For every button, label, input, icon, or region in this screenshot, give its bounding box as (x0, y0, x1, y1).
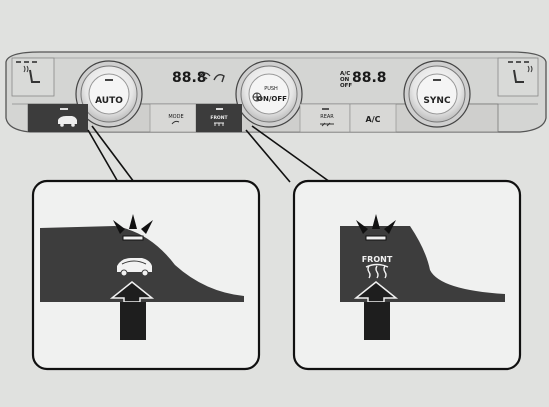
recirculation-car-icon (117, 258, 152, 277)
recirculation-car-icon (58, 116, 77, 127)
right-seat-heater-indicators (508, 61, 529, 63)
fan-power-knob[interactable]: PUSH ON/OFF (235, 60, 303, 128)
auto-button-label: AUTO (95, 96, 123, 106)
defrost-icon (365, 263, 389, 279)
left-seat-heater-indicators (16, 61, 37, 63)
mode-airflow-icon (171, 120, 180, 125)
front-button-label: FRONT (210, 115, 228, 121)
indicator-light-icon (113, 214, 153, 241)
left-display: 88.8 (172, 70, 225, 86)
right-temperature-display: 88.8 (352, 70, 387, 86)
rear-defrost-button[interactable]: REAR (299, 103, 351, 133)
indicator-light-icon (356, 214, 396, 241)
sync-indicator-light (433, 79, 441, 81)
climate-control-panel: AUTO PUSH ON/OFF SYNC 88.8 (5, 51, 547, 133)
front-defrost-callout: FRONT (292, 179, 522, 371)
recirculation-indicator-light (60, 108, 68, 110)
left-seat-heater-button[interactable] (11, 57, 55, 97)
callout-leaders (87, 125, 331, 183)
airflow-icon (199, 72, 211, 80)
mode-vent-icon (213, 73, 225, 83)
rear-button-label: REAR (320, 114, 334, 120)
front-defrost-indicator-light (216, 108, 223, 110)
fan-icon (252, 92, 262, 102)
mode-button[interactable]: MODE (149, 103, 197, 133)
mode-button-label: MODE (168, 114, 183, 120)
defrost-icon (214, 122, 224, 126)
front-defrost-button[interactable]: FRONT (196, 104, 242, 132)
rear-defrost-indicator-light (322, 108, 329, 110)
seat-heater-icon (23, 65, 40, 83)
auto-indicator-light (105, 79, 113, 81)
front-callout-label: FRONT (362, 255, 393, 264)
ac-off-status-label: OFF (340, 83, 352, 89)
auto-temperature-knob[interactable]: AUTO (75, 60, 143, 128)
press-arrow-icon (109, 281, 155, 340)
push-label: PUSH (264, 86, 278, 92)
rear-defrost-icon (320, 122, 334, 127)
press-arrow-icon (353, 281, 399, 340)
seat-heater-icon (513, 65, 533, 83)
recirculation-button[interactable] (28, 104, 88, 132)
ac-on-status-label: ON (340, 77, 350, 83)
sync-button-label: SYNC (423, 96, 451, 106)
right-seat-heater-button[interactable] (497, 57, 539, 97)
ac-status-label: A/C (340, 71, 350, 77)
right-display: A/C ON OFF 88.8 (340, 70, 387, 89)
ac-button[interactable]: A/C (349, 103, 397, 133)
on-off-label: ON/OFF (257, 95, 287, 103)
left-temperature-display: 88.8 (172, 70, 207, 86)
ac-button-label: A/C (366, 115, 381, 124)
recirculation-callout (31, 179, 261, 371)
sync-temperature-knob[interactable]: SYNC (403, 60, 471, 128)
